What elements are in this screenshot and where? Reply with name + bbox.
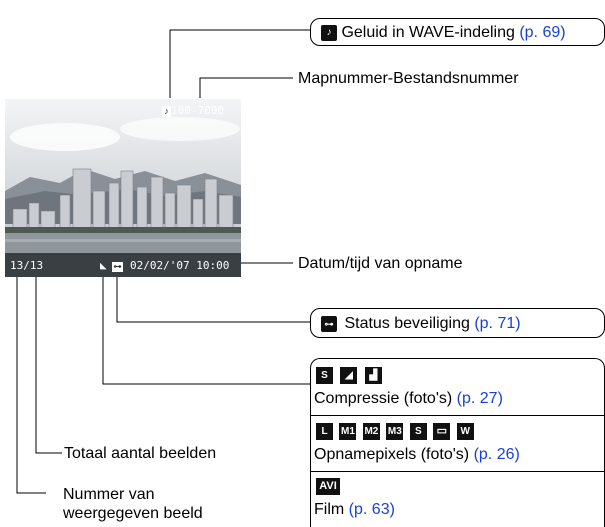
wave-sound-icon: ♪ bbox=[162, 106, 171, 117]
image-number-label-line2: weergegeven beeld bbox=[63, 505, 203, 522]
pixel-size-icons: L M1 M2 M3 S ▭ W bbox=[316, 423, 474, 441]
folder-file-number: 100-7000 bbox=[171, 104, 224, 117]
compression-page-link[interactable]: (p. 27) bbox=[456, 390, 503, 407]
compression-icons: S ◢ ▟ bbox=[316, 367, 382, 385]
camera-lcd-screen: ♪100-7000 13/13 ◣ ⊶ 02/02/'07 10:00 bbox=[5, 99, 241, 277]
callout-wave: ♪ Geluid in WAVE-indeling (p. 69) bbox=[310, 18, 605, 46]
pixel-s-icon: S bbox=[409, 423, 427, 441]
protect-page-link[interactable]: (p. 71) bbox=[474, 315, 521, 332]
fine-icon: ◢ bbox=[340, 367, 358, 385]
movie-icons: AVI bbox=[316, 478, 340, 496]
avi-movie-icon: AVI bbox=[316, 478, 340, 496]
pixel-m2-icon: M2 bbox=[362, 423, 380, 441]
pixels-page-link[interactable]: (p. 26) bbox=[473, 446, 520, 463]
pixel-m3-icon: M3 bbox=[386, 423, 404, 441]
movie-label: Film bbox=[314, 501, 345, 518]
folder-file-label: Mapnummer-Bestandsnummer bbox=[298, 70, 519, 87]
callout-image-settings: S ◢ ▟ Compressie (foto's) (p. 27) L M1 M… bbox=[310, 358, 605, 527]
divider bbox=[311, 415, 604, 416]
wave-label: Geluid in WAVE-indeling bbox=[341, 24, 515, 41]
total-images-label: Totaal aantal beelden bbox=[64, 445, 217, 462]
image-counter: 13/13 bbox=[10, 259, 44, 272]
datetime-label: Datum/tijd van opname bbox=[298, 255, 463, 272]
superfine-icon: S bbox=[316, 367, 333, 385]
protect-lcd-icon: ⊶ bbox=[112, 262, 123, 272]
image-number-label-line1: Nummer van bbox=[63, 486, 155, 503]
compression-label: Compressie (foto's) bbox=[314, 390, 453, 407]
postcard-icon: ▭ bbox=[433, 423, 451, 441]
normal-icon: ▟ bbox=[364, 367, 382, 385]
pixels-label: Opnamepixels (foto's) bbox=[314, 446, 470, 463]
cityscape-photo bbox=[5, 99, 241, 277]
protect-label: Status beveiliging bbox=[344, 315, 470, 332]
pixel-l-icon: L bbox=[316, 423, 333, 441]
lcd-top-info: ♪100-7000 bbox=[162, 104, 224, 117]
wave-page-link[interactable]: (p. 69) bbox=[519, 24, 566, 41]
movie-page-link[interactable]: (p. 63) bbox=[348, 501, 395, 518]
compression-lcd-icon: ◣ bbox=[100, 259, 107, 272]
callout-protect: ⊶ Status beveiliging (p. 71) bbox=[310, 308, 605, 338]
pixel-m1-icon: M1 bbox=[339, 423, 357, 441]
divider bbox=[311, 471, 604, 472]
wave-sound-icon: ♪ bbox=[321, 24, 337, 41]
lcd-datetime: 02/02/'07 10:00 bbox=[130, 259, 230, 272]
pixel-w-icon: W bbox=[456, 423, 474, 441]
protect-key-icon: ⊶ bbox=[321, 315, 337, 332]
